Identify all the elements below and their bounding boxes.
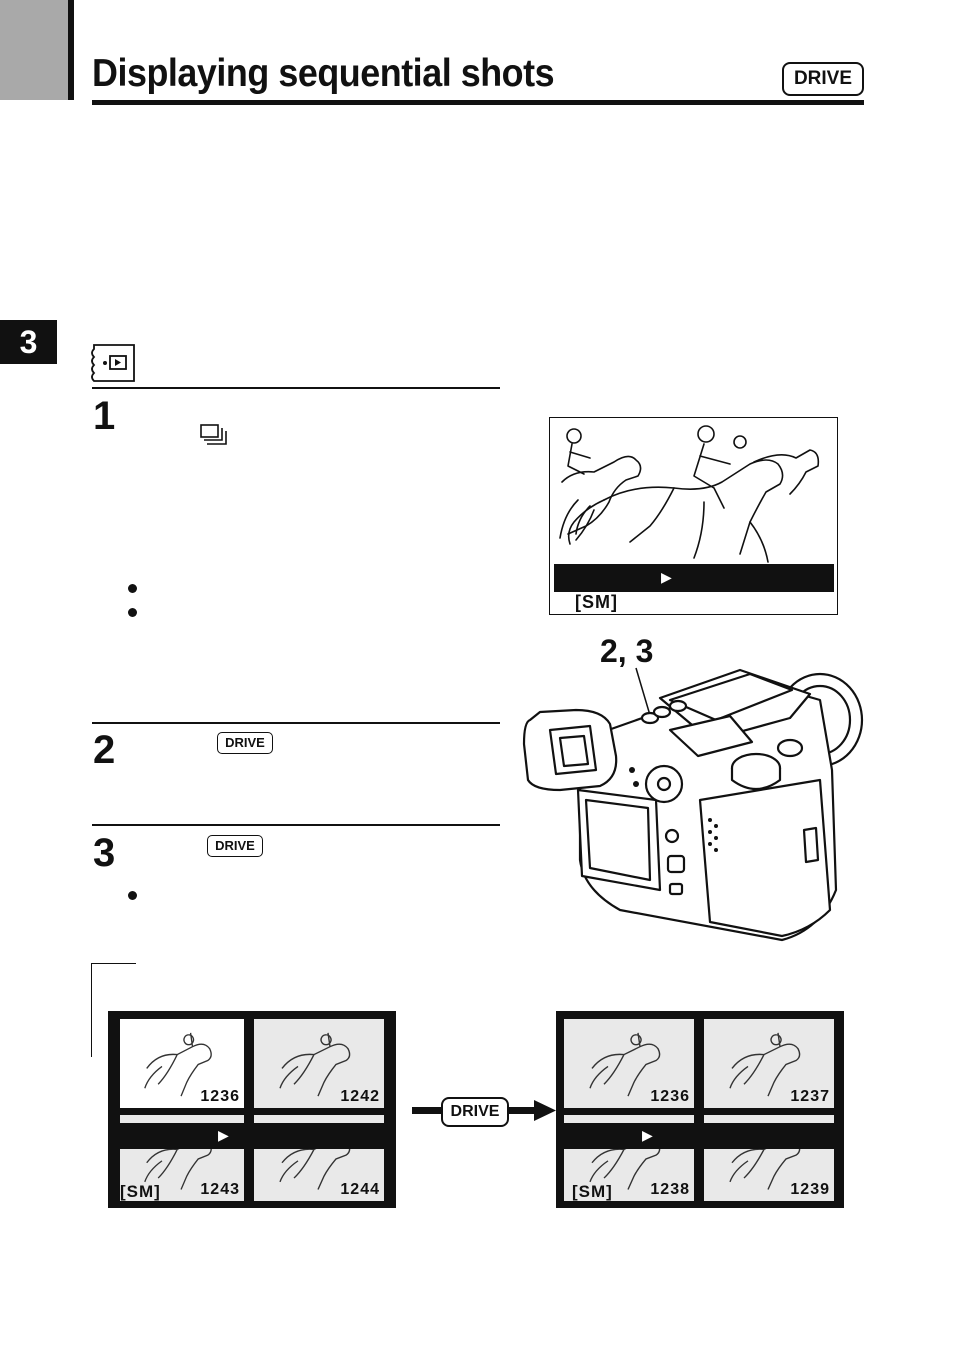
horse-sketch (589, 1032, 661, 1097)
chapter-marker: 3 (0, 320, 57, 364)
drive-button-badge: DRIVE (782, 62, 864, 96)
info-bar: ▶ (112, 1123, 392, 1149)
frame-number: 1236 (650, 1088, 690, 1105)
drive-button-badge: DRIVE (217, 732, 273, 754)
arrow-right-icon: ▶ (218, 1127, 229, 1143)
info-bar: ▶ (560, 1123, 840, 1149)
thumbnail-cell: 1236 (117, 1016, 247, 1111)
thumbnail-cell: 1237 (704, 1019, 834, 1108)
horse-sketch (144, 1032, 212, 1097)
index-display-after: 1236 1237 1238 1239 ▶ [SM] (556, 1011, 844, 1208)
chapter-tab-block (0, 0, 74, 100)
bracket-line (91, 963, 136, 1057)
horse-sketch (279, 1032, 351, 1097)
frame-number: 1243 (200, 1181, 240, 1198)
frame-number: 1237 (790, 1088, 830, 1105)
step-2-number: 2 (93, 728, 116, 772)
frame-number: 1242 (340, 1088, 380, 1105)
frame-number: 1239 (790, 1181, 830, 1198)
bullet (128, 891, 137, 900)
camera-illustration (522, 668, 864, 942)
step-3-number: 3 (93, 831, 116, 875)
info-bar: ▶ (554, 564, 834, 592)
section-rule (92, 824, 500, 826)
lcd-preview: ▶ [SM] (549, 417, 838, 615)
thumbnail-cell: 1236 (564, 1019, 694, 1108)
arrow-right-icon: ▶ (642, 1127, 653, 1143)
thumbnail-cell: 1242 (254, 1019, 384, 1108)
frame-number: 1244 (340, 1181, 380, 1198)
frame-number: 1236 (200, 1088, 240, 1105)
sequential-shots-icon (200, 424, 227, 445)
drive-button-badge: DRIVE (441, 1097, 509, 1127)
bullet (128, 608, 137, 617)
arrow-right-icon: ▶ (661, 569, 672, 585)
mode-label: [SM] (575, 592, 618, 612)
section-rule (92, 387, 500, 389)
mode-label: [SM] (572, 1182, 613, 1201)
mode-label: [SM] (120, 1182, 161, 1201)
playback-mode-icon (91, 344, 135, 382)
frame-number: 1238 (650, 1181, 690, 1198)
page-title: Displaying sequential shots (92, 52, 555, 95)
horse-sketch (729, 1032, 801, 1097)
title-underline (92, 100, 864, 105)
horse-race-illustration (559, 425, 820, 563)
index-display-before: 1236 1242 1243 1244 ▶ [SM] (108, 1011, 396, 1208)
step-1-number: 1 (93, 394, 116, 438)
drive-button-badge: DRIVE (207, 835, 263, 857)
section-rule (92, 722, 500, 724)
camera-callout-label: 2, 3 (600, 633, 654, 669)
bullet (128, 584, 137, 593)
